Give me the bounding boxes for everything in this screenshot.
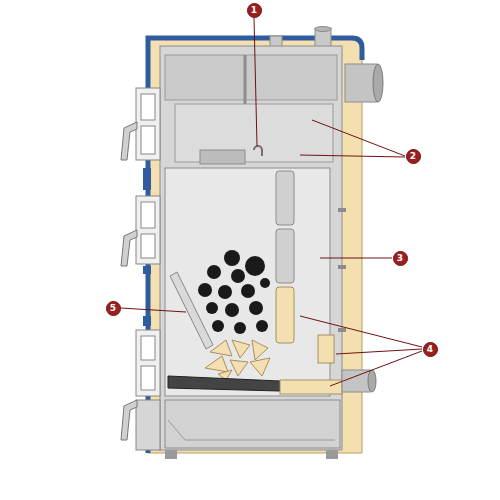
handle bbox=[121, 400, 137, 440]
wood-piece bbox=[210, 340, 232, 356]
leader-line bbox=[300, 316, 422, 347]
return-pipe bbox=[342, 370, 370, 392]
flue-outlet bbox=[345, 64, 377, 102]
blue-casing bbox=[143, 168, 151, 190]
foot bbox=[326, 450, 338, 459]
wood bbox=[205, 340, 270, 380]
pipe-opening bbox=[368, 370, 376, 392]
doors bbox=[136, 88, 160, 450]
coal-lump bbox=[207, 265, 221, 279]
leader-line bbox=[336, 349, 422, 354]
door bbox=[136, 88, 160, 160]
ceramic-base bbox=[280, 380, 342, 394]
coal-lump bbox=[260, 278, 270, 288]
ash-pan-line bbox=[168, 420, 335, 440]
ceramic-insert bbox=[318, 335, 334, 363]
leader-line bbox=[300, 155, 405, 157]
door-panel bbox=[141, 336, 155, 360]
wood-piece bbox=[252, 340, 268, 360]
foot bbox=[165, 450, 177, 459]
hook bbox=[254, 146, 262, 156]
coal-lump bbox=[256, 320, 268, 332]
door-panel bbox=[141, 366, 155, 390]
leader-line bbox=[121, 308, 186, 312]
coal-lump bbox=[218, 285, 232, 299]
coal-lump bbox=[245, 256, 265, 276]
leader-line bbox=[320, 258, 392, 259]
leader-lines bbox=[121, 18, 422, 386]
coal-lump bbox=[249, 301, 263, 315]
ceramic-segment bbox=[276, 287, 294, 343]
tab bbox=[338, 328, 346, 332]
callout-number: 2 bbox=[410, 152, 416, 161]
callout-circle: 4 bbox=[423, 342, 438, 357]
ash-door bbox=[136, 400, 160, 450]
damper-plate bbox=[200, 150, 245, 164]
baffle-segment bbox=[276, 229, 294, 283]
handle bbox=[121, 230, 137, 266]
wood-piece bbox=[232, 340, 250, 358]
blue-casing bbox=[143, 316, 151, 326]
inner-body bbox=[160, 46, 342, 450]
callout-circle: 3 bbox=[393, 251, 408, 266]
wood-piece bbox=[250, 358, 270, 376]
flue-chamber-lower bbox=[175, 104, 333, 162]
handles bbox=[121, 122, 137, 440]
coal-lump bbox=[224, 250, 240, 266]
callout-number: 3 bbox=[397, 254, 403, 263]
blue-casing bbox=[148, 38, 362, 453]
door-panel bbox=[141, 202, 155, 228]
coal-lump bbox=[241, 284, 255, 298]
grate bbox=[168, 376, 280, 391]
flue-chamber bbox=[165, 55, 337, 100]
coal-lump bbox=[212, 320, 224, 332]
coal bbox=[198, 250, 270, 334]
callout-circle: 5 bbox=[106, 301, 121, 316]
ash-pan bbox=[165, 400, 340, 448]
flue-opening bbox=[373, 64, 383, 102]
combustion-chamber bbox=[165, 168, 330, 396]
tab bbox=[338, 208, 346, 212]
coal-lump bbox=[231, 269, 245, 283]
callout-number: 4 bbox=[427, 345, 433, 354]
coal-lump bbox=[198, 283, 212, 297]
callout-number: 5 bbox=[110, 304, 116, 313]
door bbox=[136, 330, 160, 396]
door bbox=[136, 196, 160, 264]
wood-piece bbox=[230, 360, 248, 376]
coal-lump bbox=[225, 303, 239, 317]
callout-number: 1 bbox=[251, 6, 257, 15]
handle bbox=[121, 122, 137, 160]
rod bbox=[244, 55, 247, 104]
leader-line bbox=[330, 351, 422, 386]
leader-line bbox=[254, 18, 257, 146]
insulation bbox=[148, 38, 362, 453]
door-panel bbox=[141, 126, 155, 154]
blue-casing bbox=[143, 266, 151, 274]
callout-circle: 1 bbox=[247, 3, 262, 18]
leader-line bbox=[312, 120, 405, 156]
pipe-cap bbox=[315, 27, 331, 32]
tab bbox=[338, 265, 346, 269]
coal-lump bbox=[234, 322, 246, 334]
door-panel bbox=[141, 234, 155, 258]
door-panel bbox=[141, 94, 155, 120]
callout-circle: 2 bbox=[406, 149, 421, 164]
wood-piece bbox=[205, 356, 228, 372]
baffle-segment bbox=[276, 171, 294, 225]
coal-lump bbox=[206, 302, 218, 314]
